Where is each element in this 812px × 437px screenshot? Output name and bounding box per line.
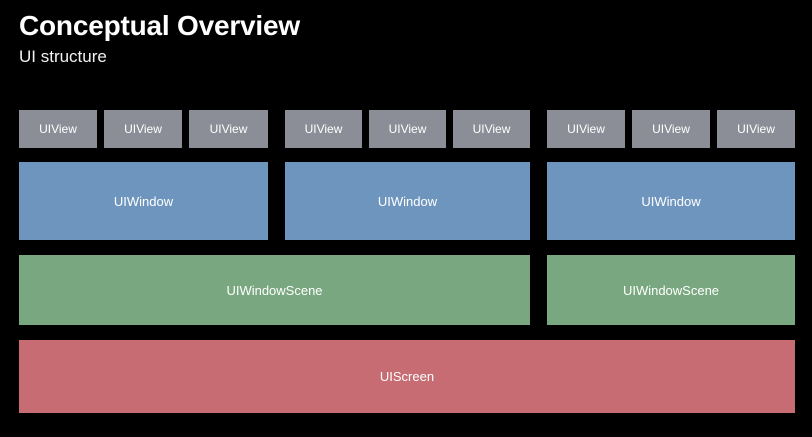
group-spacer: [530, 110, 547, 148]
page-subtitle: UI structure: [19, 47, 107, 66]
uiview-box[interactable]: UIView: [453, 110, 530, 148]
spacer: [625, 110, 632, 148]
group-spacer: [530, 255, 547, 325]
uiwindow-box[interactable]: UIWindow: [547, 162, 795, 240]
spacer: [710, 110, 717, 148]
spacer: [182, 110, 189, 148]
uiview-box[interactable]: UIView: [104, 110, 182, 148]
uiview-box[interactable]: UIView: [632, 110, 710, 148]
spacer: [446, 110, 453, 148]
uiview-box[interactable]: UIView: [717, 110, 795, 148]
group-spacer: [268, 110, 285, 148]
uiview-box[interactable]: UIView: [189, 110, 268, 148]
uiview-group-2: UIView UIView UIView: [285, 110, 530, 148]
group-spacer: [268, 162, 285, 240]
page-title: Conceptual Overview: [19, 10, 300, 41]
group-spacer: [530, 162, 547, 240]
uiview-box[interactable]: UIView: [19, 110, 97, 148]
uiview-group-1: UIView UIView UIView: [19, 110, 268, 148]
spacer: [97, 110, 104, 148]
ui-structure-diagram: UIView UIView UIView UIView UIView UIVie…: [19, 110, 795, 414]
uiview-box[interactable]: UIView: [369, 110, 446, 148]
uiview-row: UIView UIView UIView UIView UIView UIVie…: [19, 110, 795, 148]
uiview-box[interactable]: UIView: [285, 110, 362, 148]
uiview-box[interactable]: UIView: [547, 110, 625, 148]
uiscreen-row: UIScreen: [19, 340, 795, 413]
uiwindow-box[interactable]: UIWindow: [19, 162, 268, 240]
uiview-group-3: UIView UIView UIView: [547, 110, 795, 148]
uiwindowscene-row: UIWindowScene UIWindowScene: [19, 255, 795, 325]
slide-header: Conceptual Overview UI structure: [19, 9, 779, 68]
spacer: [362, 110, 369, 148]
uiscreen-box[interactable]: UIScreen: [19, 340, 795, 413]
uiwindowscene-box[interactable]: UIWindowScene: [19, 255, 530, 325]
uiwindowscene-box[interactable]: UIWindowScene: [547, 255, 795, 325]
uiwindow-row: UIWindow UIWindow UIWindow: [19, 162, 795, 240]
uiwindow-box[interactable]: UIWindow: [285, 162, 530, 240]
